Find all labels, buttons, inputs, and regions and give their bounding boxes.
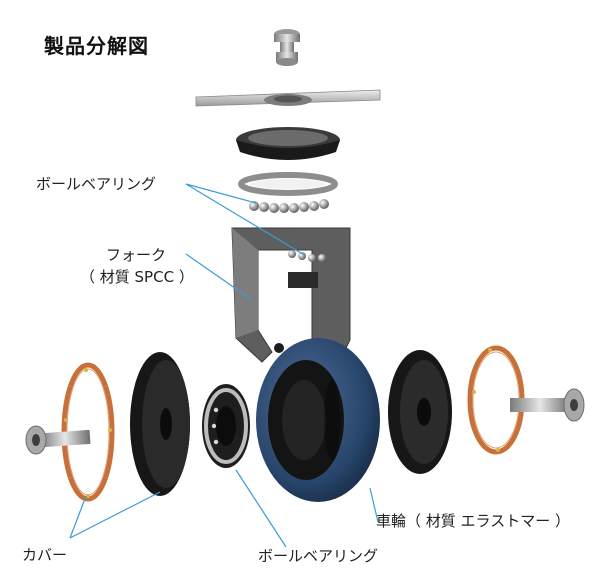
fork-bracket [231,227,351,365]
leader-cover-1 [69,495,87,539]
label-fork-material: （ 材質 SPCC ） [80,268,194,286]
label-fork: フォーク [106,246,167,264]
right-axle-bolt [510,388,585,422]
mounting-plate [195,89,381,107]
label-wheel: 車輪（ 材質 エラストマー ） [376,512,571,530]
label-ball-bearing-top: ボールベアリング [36,175,157,193]
leader-fork [185,253,253,301]
left-ball-bearing [202,384,250,468]
top-race-cap [236,127,340,160]
left-cover-disc [130,352,190,496]
leader-bearing-top-2 [185,183,307,257]
page-title: 製品分解図 [44,34,149,58]
leader-bearing-top-1 [185,183,257,204]
king-pin-bolt [274,29,300,66]
leader-cover-2 [69,491,161,539]
left-axle-bolt [25,425,91,455]
label-ball-bearing-bottom: ボールベアリング [258,547,379,565]
label-cover: カバー [22,546,68,564]
right-cover-disc [388,350,452,474]
leader-lines [69,183,379,548]
wheel [256,338,380,502]
race-ring [238,172,338,196]
leader-bearing-bottom [235,469,287,548]
steel-balls [249,199,329,213]
leader-wheel [369,487,379,523]
